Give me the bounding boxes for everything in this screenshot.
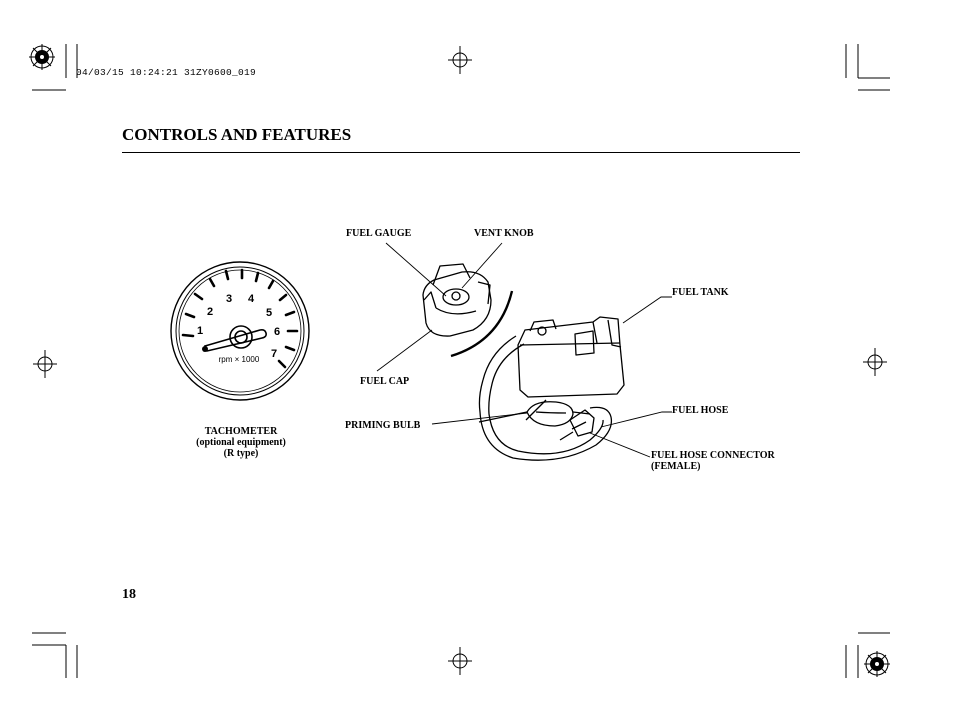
priming-bulb-shape bbox=[526, 401, 574, 427]
fuel-hose-connector-label-line-2: (FEMALE) bbox=[651, 461, 701, 472]
tachometer-caption-line-3: (R type) bbox=[223, 448, 259, 459]
fuel-hose-connector-shape bbox=[569, 409, 595, 437]
tachometer-caption-line-1: TACHOMETER bbox=[204, 426, 278, 437]
tach-unit-label: rpm × 1000 bbox=[219, 355, 260, 364]
fuel-hose-connector-label-line-1: FUEL HOSE CONNECTOR bbox=[651, 450, 775, 461]
fuel-cap-shape bbox=[422, 271, 492, 337]
tach-number-5: 5 bbox=[266, 307, 272, 319]
tachometer-caption: TACHOMETER (optional equipment) (R type) bbox=[180, 426, 302, 459]
fuel-tank-label: FUEL TANK bbox=[672, 287, 729, 298]
tach-number-7: 7 bbox=[271, 348, 277, 360]
tach-number-2: 2 bbox=[207, 306, 213, 318]
section-title: CONTROLS AND FEATURES bbox=[122, 125, 352, 144]
print-stamp: 04/03/15 10:24:21 31ZY0600_019 bbox=[76, 67, 257, 78]
priming-bulb-label: PRIMING BULB bbox=[345, 420, 421, 431]
tachometer-caption-line-2: (optional equipment) bbox=[196, 437, 286, 448]
tach-number-1: 1 bbox=[197, 325, 203, 337]
fuel-cap-label: FUEL CAP bbox=[360, 376, 410, 387]
fuel-gauge-label: FUEL GAUGE bbox=[346, 228, 412, 239]
fuel-hose-path bbox=[478, 335, 613, 461]
title-rule bbox=[122, 152, 800, 153]
fuel-tank-shape bbox=[517, 316, 625, 398]
vent-knob-label: VENT KNOB bbox=[474, 228, 534, 239]
tach-number-3: 3 bbox=[226, 293, 232, 305]
tach-number-6: 6 bbox=[274, 326, 280, 338]
page-number: 18 bbox=[122, 587, 136, 602]
fuel-hose-connector-label: FUEL HOSE CONNECTOR (FEMALE) bbox=[651, 450, 775, 472]
tach-number-4: 4 bbox=[248, 293, 255, 305]
fuel-hose-label: FUEL HOSE bbox=[672, 405, 729, 416]
